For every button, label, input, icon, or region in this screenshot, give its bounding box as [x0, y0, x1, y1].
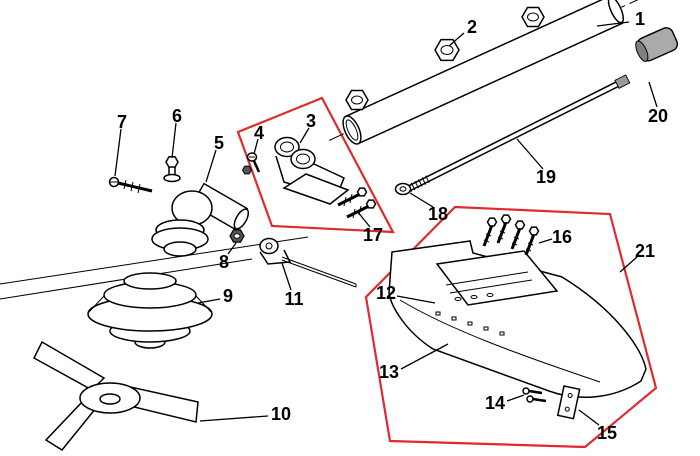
leader-line-18 [409, 192, 434, 208]
part-2-nuts [345, 6, 545, 111]
part-16-guard-bolts [482, 214, 540, 256]
part-label-12: 12 [376, 283, 396, 303]
highlight-outline-guard-region [364, 205, 658, 449]
leader-line-14 [506, 394, 525, 402]
leader-lines [114, 21, 658, 426]
part-label-11: 11 [284, 289, 303, 309]
part-20-grip-cap [635, 27, 679, 62]
part-label-7: 7 [117, 112, 127, 132]
part-label-14: 14 [485, 393, 505, 413]
part-label-15: 15 [597, 423, 617, 443]
part-6-bolt [163, 156, 181, 183]
leader-line-3 [299, 127, 310, 144]
part-label-4: 4 [254, 123, 264, 143]
leader-line-15 [578, 409, 600, 426]
leader-line-7 [114, 128, 122, 177]
highlight-outline-clamp-region [236, 96, 395, 234]
leader-line-17 [356, 210, 371, 228]
leader-line-11 [281, 262, 292, 291]
part-label-3: 3 [306, 111, 316, 131]
leader-line-12 [396, 295, 436, 304]
leader-line-16 [538, 238, 553, 244]
part-14-screws [522, 387, 547, 403]
leader-line-6 [171, 122, 177, 159]
part-8-nut [229, 229, 245, 243]
leader-line-5 [205, 149, 217, 183]
part-label-1: 1 [635, 9, 645, 29]
part-12-mount-plate [435, 250, 559, 306]
part-label-20: 20 [648, 106, 668, 126]
part-label-6: 6 [172, 106, 182, 126]
part-label-2: 2 [467, 17, 477, 37]
part-label-13: 13 [379, 362, 399, 382]
part-3-clamp-bracket [274, 136, 350, 205]
leader-line-8 [227, 242, 237, 255]
leader-line-21 [619, 256, 638, 273]
leader-line-13 [400, 343, 449, 370]
leader-line-1 [596, 21, 630, 27]
part-1-shaft-tube [329, 0, 644, 145]
part-7-screw [108, 176, 153, 194]
part-5-gear-head [151, 182, 250, 257]
part-label-5: 5 [214, 133, 224, 153]
part-labels: 1 2 3 4 5 6 7 8 9 10 11 12 13 14 15 16 1… [117, 9, 668, 443]
part-label-21: 21 [635, 241, 655, 261]
part-15-plate [556, 385, 581, 420]
part-label-10: 10 [271, 404, 291, 424]
part-label-18: 18 [428, 204, 448, 224]
leader-line-19 [516, 138, 544, 170]
part-9-trimmer-head [87, 272, 213, 349]
leader-line-9 [197, 298, 221, 304]
leader-line-4 [253, 138, 259, 155]
leader-line-10 [199, 415, 269, 422]
part-18-washer [394, 182, 412, 196]
leader-line-20 [648, 81, 658, 108]
part-10-blade [33, 340, 199, 451]
part-label-8: 8 [219, 252, 229, 272]
part-11-bracket [259, 237, 357, 288]
part-label-16: 16 [552, 227, 572, 247]
leader-line-2 [448, 32, 465, 47]
part-label-17: 17 [363, 225, 383, 245]
part-label-9: 9 [223, 286, 233, 306]
part-17-bolts [337, 187, 377, 219]
part-label-19: 19 [536, 167, 556, 187]
part-4-screw [241, 152, 261, 175]
